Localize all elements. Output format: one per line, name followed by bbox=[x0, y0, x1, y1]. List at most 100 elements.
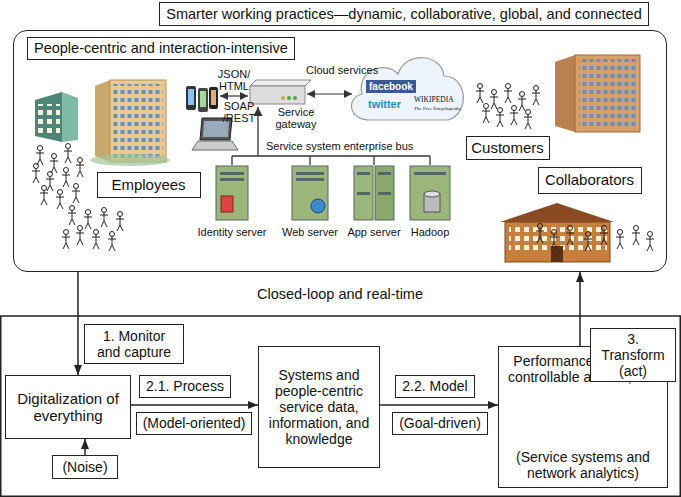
collaborator-building bbox=[500, 203, 614, 262]
stick-figure bbox=[646, 232, 654, 252]
web-server bbox=[296, 178, 324, 181]
part-label: Service system enterprise bus bbox=[264, 140, 415, 152]
laptop bbox=[203, 121, 229, 137]
office-building-large bbox=[90, 80, 170, 166]
stick-figure bbox=[32, 164, 40, 184]
part-label: App server bbox=[344, 226, 404, 238]
panel-heading: People-centric and interaction-intensive bbox=[27, 37, 295, 60]
stick-figure bbox=[490, 90, 498, 110]
stick-figure bbox=[532, 86, 540, 106]
node-text: Collaborators bbox=[545, 171, 634, 188]
process-box: 2.1. Process bbox=[139, 375, 231, 398]
stick-figure bbox=[68, 206, 76, 225]
office-building-large bbox=[90, 154, 170, 166]
identity-server bbox=[220, 172, 244, 175]
mobile-devices bbox=[186, 86, 196, 110]
stick-figure bbox=[40, 186, 48, 205]
office-building-small bbox=[35, 92, 78, 142]
web-server bbox=[296, 172, 324, 175]
app-server bbox=[354, 166, 373, 220]
hadoop-server bbox=[414, 172, 446, 175]
node-text: Smarter working practices—dynamic, colla… bbox=[166, 6, 642, 23]
part-label: Closed-loop and real-time bbox=[220, 287, 460, 303]
cloud bbox=[352, 58, 464, 120]
flow-arrow bbox=[579, 272, 581, 346]
laptop bbox=[192, 118, 238, 150]
node-text: 1. Monitor and capture bbox=[91, 328, 177, 360]
enterprise-bus bbox=[231, 156, 232, 165]
mobile-devices bbox=[198, 88, 208, 112]
app-server bbox=[375, 166, 394, 220]
stick-figure bbox=[482, 104, 490, 124]
stick-figure bbox=[550, 230, 558, 250]
hadoop-server bbox=[410, 166, 450, 220]
service-gateway bbox=[281, 96, 285, 100]
enterprise-bus bbox=[232, 107, 430, 165]
service-gateway bbox=[250, 80, 311, 104]
stick-figure bbox=[100, 208, 108, 228]
stick-figures bbox=[32, 84, 654, 252]
collaborator-building bbox=[500, 203, 614, 222]
logo-text: WIKIPEDIA bbox=[414, 96, 454, 104]
app-server bbox=[357, 192, 370, 195]
enterprise-bus bbox=[309, 156, 310, 165]
process-box: (Goal-driven) bbox=[392, 412, 488, 435]
web-server bbox=[292, 166, 328, 220]
process-box: Collaborators bbox=[538, 167, 642, 194]
process-box: Performance, insights, controllable acti… bbox=[498, 346, 668, 488]
process-box: 1. Monitor and capture bbox=[84, 324, 184, 364]
stick-figure bbox=[56, 190, 64, 210]
enterprise-bus bbox=[429, 156, 430, 165]
flow-arrow bbox=[380, 404, 498, 406]
node-text: Employees bbox=[111, 176, 185, 193]
node-text: Customers bbox=[471, 139, 544, 156]
customer-building bbox=[555, 55, 575, 132]
office-building-small bbox=[35, 92, 62, 142]
stick-figure bbox=[524, 110, 532, 130]
part-label: Web server bbox=[280, 226, 340, 238]
office-building-large bbox=[110, 80, 166, 162]
stick-figure bbox=[50, 154, 58, 174]
service-gateway bbox=[287, 96, 291, 100]
process-box: 2.2. Model bbox=[395, 375, 474, 398]
process-box: Customers bbox=[466, 136, 550, 160]
part-label: Service gateway bbox=[268, 106, 324, 130]
web-server bbox=[311, 199, 325, 213]
flow-arrow bbox=[131, 404, 258, 406]
logo-text: The Free Encyclopedia bbox=[414, 106, 460, 112]
stick-figure bbox=[566, 226, 574, 245]
stick-figure bbox=[616, 230, 624, 250]
logo-text: twitter bbox=[368, 98, 401, 110]
laptop bbox=[200, 118, 232, 140]
node-text: (Noise) bbox=[62, 459, 107, 475]
logo-text: facebook bbox=[366, 80, 416, 93]
process-box: Smarter working practices—dynamic, colla… bbox=[159, 2, 649, 26]
stick-figure bbox=[504, 84, 512, 104]
stick-figure bbox=[496, 108, 504, 128]
customer-building bbox=[575, 55, 640, 132]
device-link bbox=[220, 95, 248, 96]
stick-figure bbox=[116, 212, 124, 232]
node-text: (Service systems and network analytics) bbox=[505, 449, 661, 481]
process-box: (Model-oriented) bbox=[136, 412, 253, 435]
stick-figure bbox=[46, 172, 54, 192]
part-label: Cloud services bbox=[306, 64, 358, 76]
office-building-small bbox=[37, 104, 60, 134]
part-label: SOAP /REST bbox=[219, 100, 259, 124]
stick-figure bbox=[476, 84, 484, 104]
web-server bbox=[292, 166, 328, 220]
process-box: (Noise) bbox=[52, 455, 118, 479]
office-building-large bbox=[95, 80, 110, 162]
stick-figure bbox=[62, 168, 70, 188]
mobile-devices bbox=[211, 90, 216, 105]
stick-figure bbox=[76, 226, 84, 245]
flow-arrow bbox=[77, 272, 79, 375]
identity-server bbox=[216, 166, 248, 220]
process-box: Digitalization of everything bbox=[5, 375, 131, 439]
stick-figure bbox=[632, 226, 640, 245]
customer-building bbox=[555, 55, 640, 132]
cloud-link bbox=[307, 93, 352, 94]
office-building-large bbox=[113, 84, 163, 158]
stick-figure bbox=[64, 144, 72, 164]
